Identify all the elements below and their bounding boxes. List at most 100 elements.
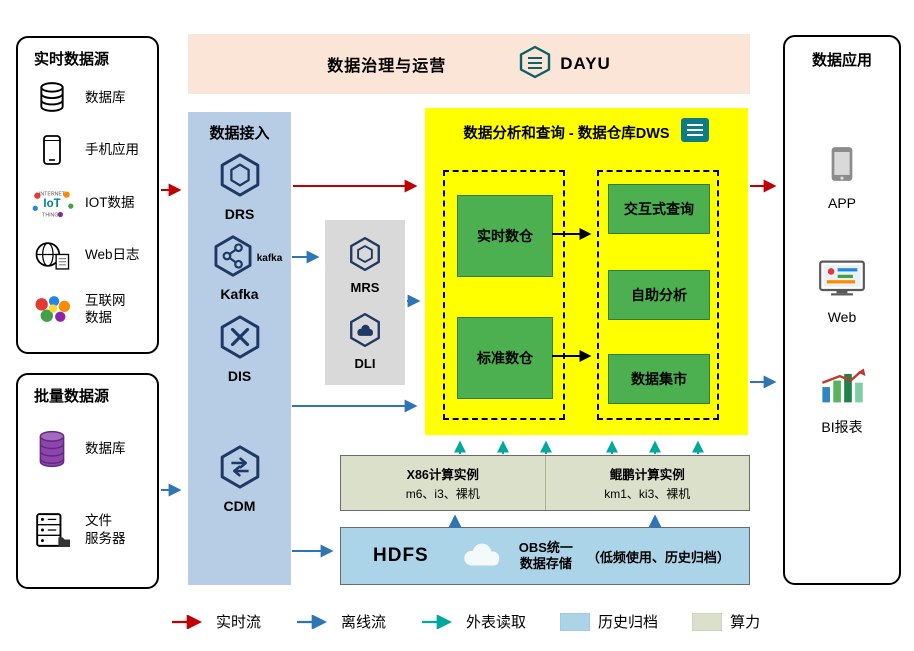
service-cdm: CDM xyxy=(188,444,291,514)
item-label: Web日志 xyxy=(85,247,140,263)
service-label: Kafka xyxy=(220,286,259,302)
storage-note: （低频使用、历史归档） xyxy=(586,549,730,565)
kunpeng-compute: 鲲鹏计算实例 km1、ki3、裸机 xyxy=(544,456,750,510)
legend-label: 历史归档 xyxy=(598,614,659,631)
service-label: CDM xyxy=(223,498,256,514)
legend-item-archive: 历史归档 xyxy=(560,611,658,632)
list-item: 数据库 xyxy=(28,430,153,468)
self-service-analysis-box: 自助分析 xyxy=(608,270,710,320)
list-item: INTERNET IoT THINGS IOT数据 xyxy=(28,187,153,219)
item-label: IOT数据 xyxy=(85,195,135,211)
service-label: DRS xyxy=(224,206,255,222)
web-icon xyxy=(818,259,866,302)
box-label: 交互式查询 xyxy=(624,201,694,217)
item-label: 文件 xyxy=(85,513,112,529)
compute-title: X86计算实例 xyxy=(406,468,479,482)
legend-item-external-read: 外表读取 xyxy=(420,611,526,632)
list-item: 数据库 xyxy=(28,81,153,113)
legend-label: 算力 xyxy=(730,614,761,631)
service-label: DLI xyxy=(354,356,376,371)
interactive-query-box: 交互式查询 xyxy=(608,184,710,234)
database-purple-icon xyxy=(28,430,76,468)
service-kafka: kafka Kafka xyxy=(188,234,291,302)
legend-label: 外表读取 xyxy=(466,614,527,631)
item-label: Web xyxy=(827,309,857,325)
realtime-arrow-icon xyxy=(172,614,203,629)
dayu-logo-text: DAYU xyxy=(560,54,611,73)
item-label: 数据 xyxy=(85,310,112,326)
compute-title: 鲲鹏计算实例 xyxy=(609,468,685,482)
dis-icon xyxy=(217,314,263,365)
obs-line1: OBS统一 xyxy=(518,539,573,555)
dli-icon xyxy=(347,312,383,353)
compute-spec: m6、i3、裸机 xyxy=(405,487,480,501)
service-drs: DRS xyxy=(188,152,291,222)
panel-title: 数据应用 xyxy=(811,52,872,69)
archive-swatch xyxy=(560,612,591,631)
service-dli: DLI xyxy=(325,312,405,371)
phone-icon xyxy=(28,134,76,166)
kafka-icon xyxy=(211,234,255,283)
obs-storage-label: OBS统一 数据存储 xyxy=(519,540,573,573)
external-read-arrows xyxy=(454,440,704,454)
file-server-icon xyxy=(28,512,76,548)
service-label: MRS xyxy=(350,280,380,295)
legend-item-realtime: 实时流 xyxy=(170,611,261,632)
query-group: 交互式查询 自助分析 数据集市 xyxy=(597,170,719,420)
legend-label: 实时流 xyxy=(216,614,262,631)
legend-item-compute: 算力 xyxy=(692,611,760,632)
svg-text:IoT: IoT xyxy=(43,198,60,210)
bi-report-icon xyxy=(818,367,866,410)
panel-title: 实时数据源 xyxy=(34,51,110,68)
obs-line2: 数据存储 xyxy=(519,556,572,571)
box-label: 数据集市 xyxy=(631,371,687,387)
list-item: BI报表 xyxy=(785,367,899,437)
mrs-icon xyxy=(347,236,383,277)
dayu-logo: DAYU xyxy=(518,45,611,84)
storage-box: HDFS OBS统一 数据存储 （低频使用、历史归档） xyxy=(340,527,750,585)
offline-arrow-icon xyxy=(297,614,328,629)
panel-title: 批量数据源 xyxy=(34,388,110,405)
cdm-icon xyxy=(217,444,263,495)
svg-text:INTERNET: INTERNET xyxy=(39,192,66,198)
box-label: 自助分析 xyxy=(631,287,687,303)
item-label: 手机应用 xyxy=(85,142,139,158)
web-log-icon xyxy=(28,240,76,271)
compute-swatch xyxy=(692,612,723,631)
internet-data-icon xyxy=(28,294,76,325)
standard-warehouse-box: 标准数仓 xyxy=(457,317,553,399)
drs-icon xyxy=(217,152,263,203)
service-mrs: MRS xyxy=(325,236,405,295)
list-item: 互联网 数据 xyxy=(28,292,153,327)
dayu-icon xyxy=(518,45,552,84)
dws-analysis-box: 数据分析和查询 - 数据仓库DWS 实时数仓 标准数仓 交互式查询 xyxy=(425,108,748,435)
data-applications-panel: 数据应用 APP xyxy=(783,35,901,585)
list-item: Web日志 xyxy=(28,240,153,271)
hdfs-label: HDFS xyxy=(373,545,429,566)
list-item: APP xyxy=(785,145,899,211)
column-title: 数据接入 xyxy=(209,125,270,142)
warehouse-group: 实时数仓 标准数仓 xyxy=(443,170,565,420)
svg-text:THINGS: THINGS xyxy=(42,213,62,219)
x86-compute: X86计算实例 m6、i3、裸机 xyxy=(341,456,545,510)
item-label: 数据库 xyxy=(85,441,126,457)
middleware-box: MRS DLI xyxy=(325,220,405,385)
database-icon xyxy=(28,81,76,113)
kafka-wordmark: kafka xyxy=(256,253,283,264)
list-item: 文件 服务器 xyxy=(28,512,153,548)
item-label: 数据库 xyxy=(85,89,126,105)
app-icon xyxy=(830,145,854,188)
item-label: 互联网 xyxy=(85,292,126,308)
realtime-sources-panel: 实时数据源 数据库 手机应用 xyxy=(16,36,159,354)
legend-item-offline: 离线流 xyxy=(295,611,386,632)
item-label: APP xyxy=(827,195,856,211)
list-item: Web xyxy=(785,259,899,325)
service-dis: DIS xyxy=(188,314,291,384)
governance-banner: 数据治理与运营 DAYU xyxy=(188,34,750,94)
dws-doc-icon xyxy=(680,117,710,148)
compute-instances-box: X86计算实例 m6、i3、裸机 鲲鹏计算实例 km1、ki3、裸机 xyxy=(340,455,750,511)
data-ingestion-column: 数据接入 DRS xyxy=(188,112,291,585)
legend: 实时流 离线流 外表读取 历史归档 算力 xyxy=(170,611,760,632)
item-label: 服务器 xyxy=(85,531,126,546)
